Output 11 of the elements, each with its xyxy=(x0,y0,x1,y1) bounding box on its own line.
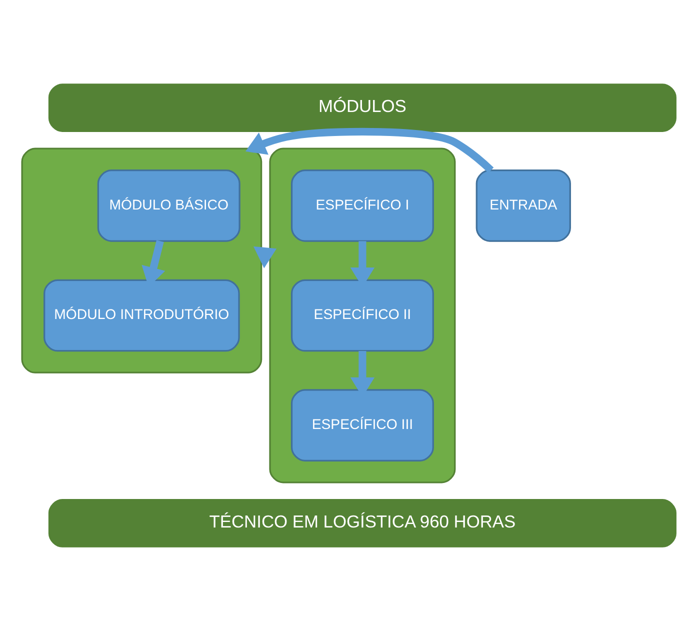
node-box: ESPECÍFICO I xyxy=(290,169,434,242)
arrow xyxy=(244,127,494,173)
node-box: MÓDULO INTRODUTÓRIO xyxy=(43,278,240,352)
node-box: MÓDULOS xyxy=(48,83,676,132)
arrow xyxy=(252,246,276,268)
node-box: ENTRADA xyxy=(475,169,570,242)
cluster xyxy=(268,147,456,483)
node-box: ESPECÍFICO III xyxy=(290,388,434,461)
node-box: ESPECÍFICO II xyxy=(290,278,434,352)
node-box: TÉCNICO EM LOGÍSTICA 960 HORAS xyxy=(48,498,676,547)
node-box: MÓDULO BÁSICO xyxy=(96,169,240,242)
